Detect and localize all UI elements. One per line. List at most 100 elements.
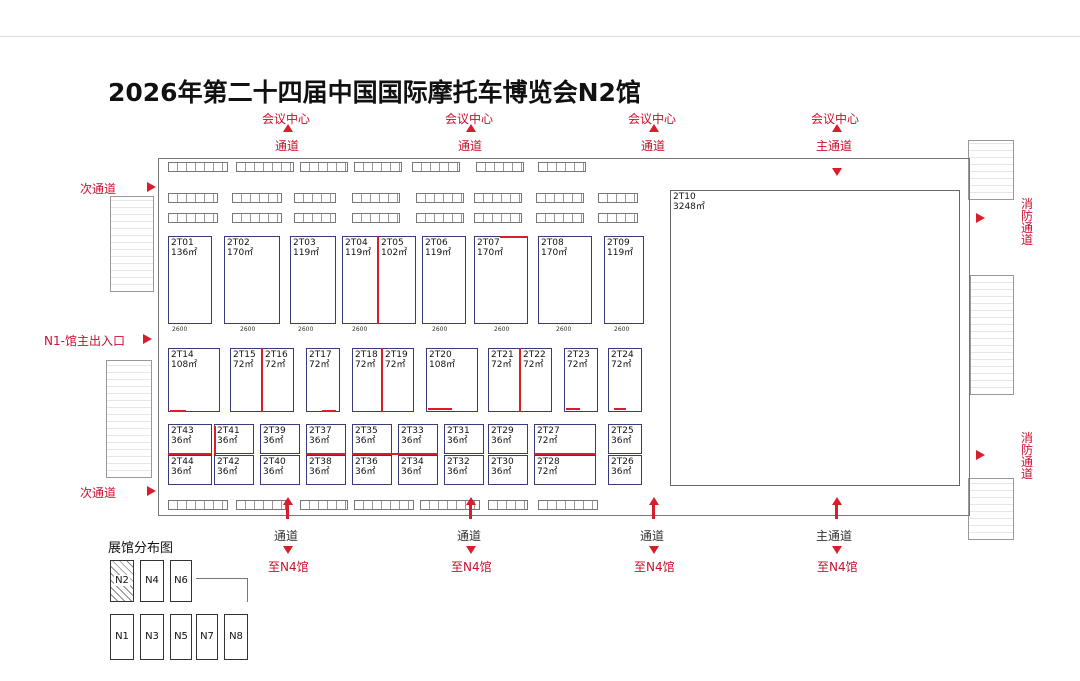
booth-area: 36㎡ [217,436,238,446]
booth-code: 2T44 [171,457,194,467]
booth-2t10[interactable]: 2T10 3248㎡ [670,190,960,486]
booth-2t19[interactable]: 2T19 72㎡ [382,348,414,412]
hall-outline [158,158,970,516]
row-divider-red [168,453,212,455]
arrow-right-icon [147,486,156,496]
mini-booth-strip [598,193,638,203]
booth-code: 2T07 [477,238,500,248]
booth-2t02[interactable]: 2T02 170㎡ [224,236,280,324]
booth-area: 36㎡ [355,467,376,477]
booth-2t29[interactable]: 2T29 36㎡ [488,424,528,454]
right-block-bottom [968,478,1014,540]
booth-2t38[interactable]: 2T38 36㎡ [306,455,346,485]
to-n4-label: 至N4馆 [634,560,675,574]
booth-2t33[interactable]: 2T33 36㎡ [398,424,438,454]
booth-area: 36㎡ [171,467,192,477]
passage-label: 通道 [275,139,300,153]
mini-booth-strip [412,162,460,172]
mini-booth-strip [538,500,598,510]
mini-booth-strip [416,213,464,223]
arrow-up-icon [832,497,842,505]
hall-label: N2 [114,575,130,586]
booth-2t30[interactable]: 2T30 36㎡ [488,455,528,485]
booth-area: 36㎡ [309,467,330,477]
booth-2t08[interactable]: 2T08 170㎡ [538,236,592,324]
booth-code: 2T36 [355,457,378,467]
booth-2t16[interactable]: 2T16 72㎡ [262,348,294,412]
booth-2t42[interactable]: 2T42 36㎡ [214,455,254,485]
booth-2t14[interactable]: 2T14 108㎡ [168,348,220,412]
booth-2t34[interactable]: 2T34 36㎡ [398,455,438,485]
booth-code: 2T08 [541,238,564,248]
mini-booth-strip [352,193,400,203]
booth-2t01[interactable]: 2T01 136㎡ [168,236,212,324]
pillar-mark: 2600 [432,326,448,333]
booth-2t15[interactable]: 2T15 72㎡ [230,348,262,412]
arrow-up-icon [283,124,293,132]
booth-2t32[interactable]: 2T32 36㎡ [444,455,484,485]
booth-2t37[interactable]: 2T37 36㎡ [306,424,346,454]
fire-passage-label-bottom: 消防通道 [1020,431,1033,481]
booth-area: 119㎡ [425,248,452,258]
meeting-center-label: 会议中心 [628,112,677,126]
booth-2t18[interactable]: 2T18 72㎡ [352,348,382,412]
booth-2t28[interactable]: 2T28 72㎡ [534,455,596,485]
booth-2t43[interactable]: 2T43 36㎡ [168,424,212,454]
booth-code: 2T20 [429,350,452,360]
hall-n8[interactable]: N8 [224,614,248,660]
booth-2t23[interactable]: 2T23 72㎡ [564,348,598,412]
booth-2t04[interactable]: 2T04 119㎡ [342,236,378,324]
booth-code: 2T01 [171,238,194,248]
booth-code: 2T33 [401,426,424,436]
booth-2t07[interactable]: 2T07 170㎡ [474,236,528,324]
to-n4-label: 至N4馆 [817,560,858,574]
hall-n3[interactable]: N3 [140,614,164,660]
hall-n2[interactable]: N2 [110,560,134,602]
row-divider-red [534,453,596,455]
mini-booth-strip [354,162,402,172]
booth-2t41[interactable]: 2T41 36㎡ [214,424,254,454]
booth-2t25[interactable]: 2T25 36㎡ [608,424,642,454]
booth-area: 3248㎡ [673,202,705,212]
hall-n6[interactable]: N6 [170,560,192,602]
booth-2t20[interactable]: 2T20 108㎡ [426,348,478,412]
booth-2t09[interactable]: 2T09 119㎡ [604,236,644,324]
booth-front-red [322,410,336,412]
booth-2t05[interactable]: 2T05 102㎡ [378,236,416,324]
legend-corridor [196,578,248,602]
hall-n5[interactable]: N5 [170,614,192,660]
main-passage-label: 主通道 [816,529,853,543]
booth-area: 119㎡ [607,248,634,258]
booth-2t17[interactable]: 2T17 72㎡ [306,348,340,412]
hall-n1[interactable]: N1 [110,614,134,660]
hall-label: N7 [200,631,214,642]
booth-2t22[interactable]: 2T22 72㎡ [520,348,552,412]
booth-2t40[interactable]: 2T40 36㎡ [260,455,300,485]
booth-2t44[interactable]: 2T44 36㎡ [168,455,212,485]
booth-2t24[interactable]: 2T24 72㎡ [608,348,642,412]
booth-2t26[interactable]: 2T26 36㎡ [608,455,642,485]
row-divider-red [352,453,438,455]
booth-2t27[interactable]: 2T27 72㎡ [534,424,596,454]
booth-code: 2T43 [171,426,194,436]
hall-n4[interactable]: N4 [140,560,164,602]
booth-code: 2T09 [607,238,630,248]
booth-2t39[interactable]: 2T39 36㎡ [260,424,300,454]
booth-2t03[interactable]: 2T03 119㎡ [290,236,336,324]
pillar-mark: 2600 [298,326,314,333]
arrow-up-icon [466,124,476,132]
booth-code: 2T37 [309,426,332,436]
hall-label: N8 [229,631,243,642]
booth-2t21[interactable]: 2T21 72㎡ [488,348,520,412]
booth-code: 2T27 [537,426,560,436]
hall-label: N6 [174,575,188,586]
booth-code: 2T40 [263,457,286,467]
hall-n7[interactable]: N7 [196,614,218,660]
booth-area: 36㎡ [171,436,192,446]
booth-front-red [500,236,528,238]
booth-2t06[interactable]: 2T06 119㎡ [422,236,466,324]
booth-2t35[interactable]: 2T35 36㎡ [352,424,392,454]
booth-2t31[interactable]: 2T31 36㎡ [444,424,484,454]
booth-2t36[interactable]: 2T36 36㎡ [352,455,392,485]
booth-code: 2T30 [491,457,514,467]
